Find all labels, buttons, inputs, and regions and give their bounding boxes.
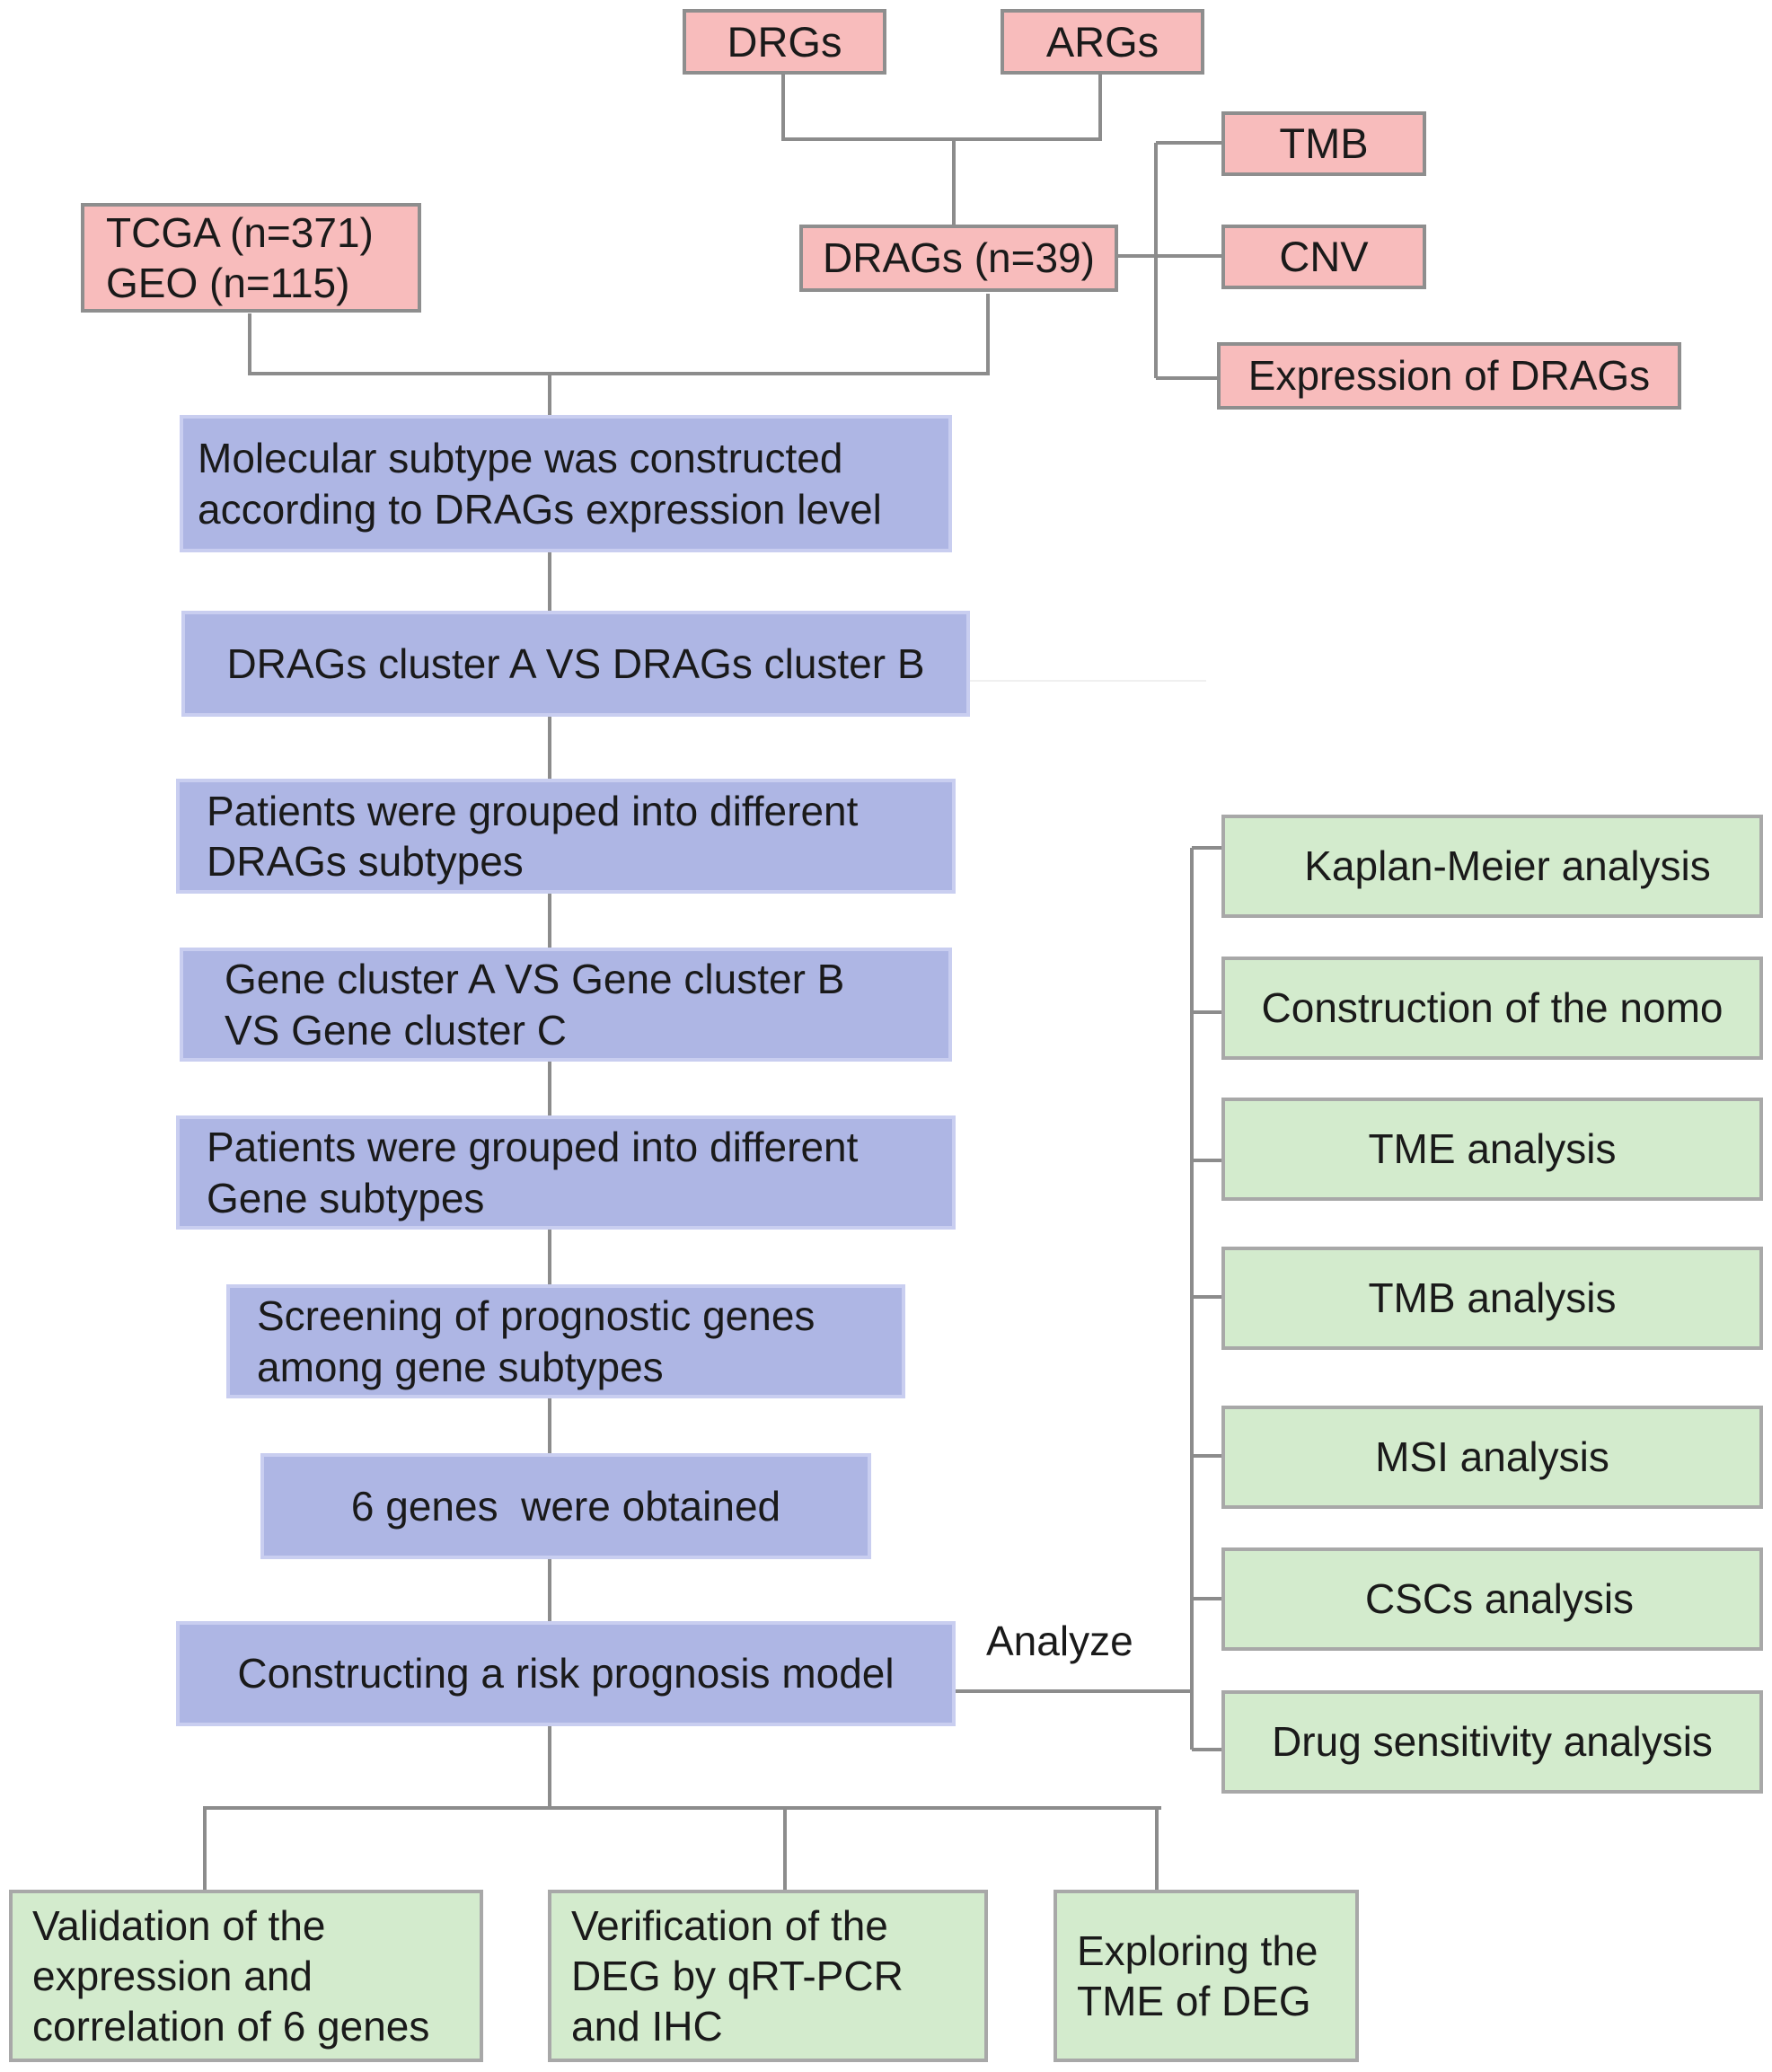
exploring-tme-line2: TME of DEG [1077,1978,1311,2024]
validation-expression-line1: Validation of the [32,1901,326,1949]
molecular-subtype-line2: according to DRAGs expression level [198,485,882,533]
args-label: ARGs [1045,17,1159,66]
verification-qrtpcr-box: Verification of the DEG by qRT-PCR and I… [548,1890,988,2062]
tmb-analysis-label: TMB analysis [1368,1274,1617,1322]
gene-subtypes-line2: Gene subtypes [207,1174,485,1221]
risk-model-box: Constructing a risk prognosis model [176,1621,956,1726]
drags-subtypes-line2: DRAGs subtypes [207,838,524,885]
msi-analysis-label: MSI analysis [1375,1433,1609,1481]
tmb-label: TMB [1279,119,1369,168]
drgs-box: DRGs [683,9,886,75]
gene-cluster-line1: Gene cluster A VS Gene cluster B [225,956,845,1003]
drags-subtypes-box: Patients were grouped into different DRA… [176,779,956,894]
drug-sensitivity-box: Drug sensitivity analysis [1221,1690,1763,1794]
validation-expression-line3: correlation of 6 genes [32,2003,430,2050]
drags-box: DRAGs (n=39) [799,225,1118,292]
nomogram-box: Construction of the nomo [1221,957,1763,1060]
drags-cluster-box: DRAGs cluster A VS DRAGs cluster B [181,611,970,717]
verification-qrtpcr-line1: Verification of the [571,1901,888,1949]
cnv-label: CNV [1279,233,1369,281]
molecular-subtype-line1: Molecular subtype was constructed [198,435,843,482]
drgs-label: DRGs [727,17,842,66]
cscs-analysis-box: CSCs analysis [1221,1547,1763,1651]
kaplan-meier-box: Kaplan-Meier analysis [1221,815,1763,918]
gene-subtypes-line1: Patients were grouped into different [207,1124,859,1171]
validation-expression-box: Validation of the expression and correla… [9,1890,483,2062]
drags-label: DRAGs (n=39) [823,234,1095,282]
cnv-box: CNV [1221,225,1426,289]
drags-cluster-label: DRAGs cluster A VS DRAGs cluster B [226,639,925,687]
gene-cluster-box: Gene cluster A VS Gene cluster B VS Gene… [180,948,952,1062]
analyze-label: Analyze [986,1618,1133,1664]
tmb-box: TMB [1221,111,1426,176]
gene-subtypes-box: Patients were grouped into different Gen… [176,1115,956,1230]
six-genes-box: 6 genes were obtained [260,1453,871,1559]
kaplan-meier-label: Kaplan-Meier analysis [1304,842,1711,890]
drags-subtypes-line1: Patients were grouped into different [207,787,859,834]
prognostic-screening-box: Screening of prognostic genes among gene… [226,1284,905,1398]
expression-of-drags-box: Expression of DRAGs [1217,342,1681,410]
tme-analysis-box: TME analysis [1221,1098,1763,1201]
risk-model-label: Constructing a risk prognosis model [237,1650,895,1697]
args-box: ARGs [1001,9,1204,75]
validation-expression-line2: expression and [32,1952,313,1999]
cohort-box: TCGA (n=371) GEO (n=115) [81,203,421,313]
six-genes-label: 6 genes were obtained [350,1482,781,1530]
tmb-analysis-box: TMB analysis [1221,1247,1763,1350]
drug-sensitivity-label: Drug sensitivity analysis [1272,1718,1713,1766]
exploring-tme-line1: Exploring the [1077,1927,1318,1974]
verification-qrtpcr-line3: and IHC [571,2003,723,2050]
cscs-analysis-label: CSCs analysis [1364,1575,1635,1623]
msi-analysis-box: MSI analysis [1221,1406,1763,1509]
gene-cluster-line2: VS Gene cluster C [225,1006,567,1054]
expression-of-drags-label: Expression of DRAGs [1247,352,1651,400]
cohort-geo-label: GEO (n=115) [106,260,350,306]
exploring-tme-box: Exploring the TME of DEG [1054,1890,1359,2062]
molecular-subtype-box: Molecular subtype was constructed accord… [180,415,952,552]
tme-analysis-label: TME analysis [1368,1125,1617,1173]
verification-qrtpcr-line2: DEG by qRT-PCR [571,1952,904,1999]
prognostic-screening-line2: among gene subtypes [257,1343,664,1390]
prognostic-screening-line1: Screening of prognostic genes [257,1292,815,1340]
cohort-tcga-label: TCGA (n=371) [106,208,374,256]
nomogram-label: Construction of the nomo [1261,984,1724,1032]
